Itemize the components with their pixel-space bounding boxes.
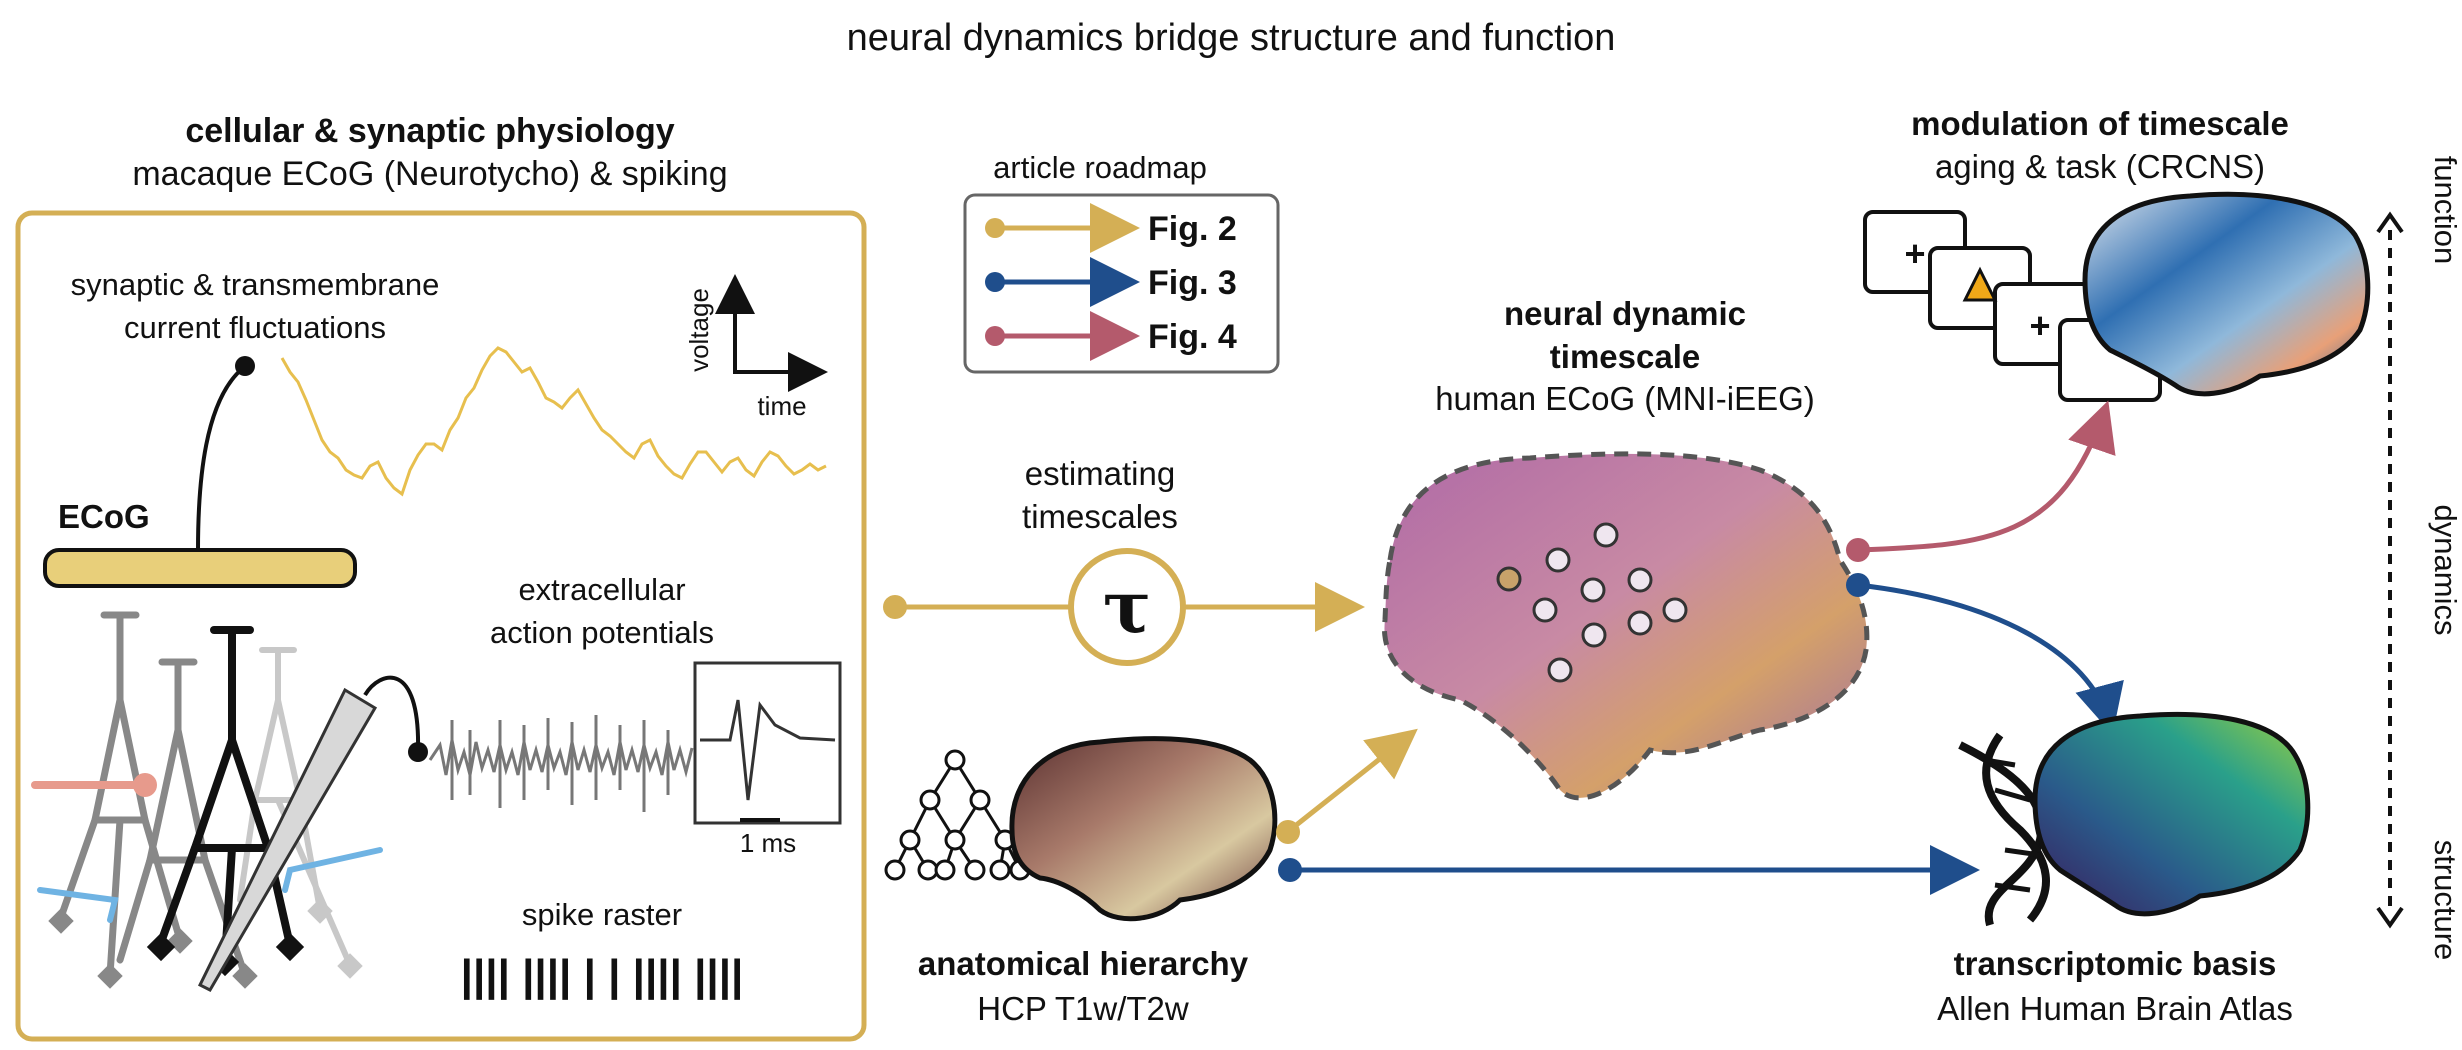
- timescale-brain: [1381, 451, 1870, 801]
- voltage-axis-label: voltage: [684, 288, 714, 372]
- gold-to-timescale: [1288, 728, 1418, 832]
- spike-raster: |||| |||| | | |||| ||||: [461, 951, 744, 1001]
- synaptic-label-2: current fluctuations: [124, 310, 386, 345]
- function-structure-axis: function dynamics structure: [2376, 140, 2462, 961]
- axis-arrow-down: [2376, 906, 2404, 929]
- ecog-wire-tip: [235, 356, 255, 376]
- time-axis-label: time: [757, 391, 806, 421]
- blue-timescale-start: [1846, 573, 1870, 597]
- task-card-triangle: [1962, 266, 1998, 302]
- transcriptomic-heading: transcriptomic basis: [1954, 945, 2277, 982]
- anatomical-group: anatomical hierarchy HCP T1w/T2w: [884, 728, 1980, 1027]
- estimating-group: estimating timescales τ: [883, 455, 1365, 666]
- rose-to-modulation: [1857, 400, 2116, 553]
- tau-symbol: τ: [1103, 564, 1151, 649]
- gold-anatomical-start: [1276, 820, 1300, 844]
- extracellular-trace: [428, 715, 694, 812]
- blue-to-transcriptomic-2: [1857, 582, 2124, 735]
- estimating-label-1: estimating: [1025, 455, 1175, 492]
- cellular-heading: cellular & synaptic physiology: [185, 112, 674, 150]
- cellular-panel-border: [15, 210, 867, 1042]
- microelectrode-wire-tip: [408, 742, 428, 762]
- modulation-brain: [2082, 191, 2371, 397]
- transcriptomic-group: transcriptomic basis Allen Human Brain A…: [1846, 573, 2311, 1027]
- pink-synapse-bouton: [133, 773, 157, 797]
- scale-bar-label: 1 ms: [740, 828, 796, 858]
- transcriptomic-sub: Allen Human Brain Atlas: [1937, 990, 2293, 1027]
- roadmap-label-3: Fig. 4: [1148, 318, 1237, 356]
- modulation-group: modulation of timescale aging & task (CR…: [1846, 105, 2371, 562]
- microelectrode: [197, 687, 378, 992]
- spike-waveform: [700, 699, 836, 801]
- roadmap-label-2: Fig. 3: [1148, 264, 1237, 302]
- task-card-fixation-1: +: [1904, 233, 1925, 274]
- ecog-electrodes: [1496, 522, 1688, 683]
- synaptic-label-1: synaptic & transmembrane: [71, 267, 440, 302]
- hierarchy-tree-icon: [884, 749, 1031, 881]
- gold-flow-start: [883, 595, 907, 619]
- estimating-label-2: timescales: [1022, 498, 1178, 535]
- blue-synapse-right: [282, 847, 383, 893]
- neuron-cluster: [31, 611, 383, 989]
- dna-icon: [1958, 732, 2050, 927]
- roadmap-legend: article roadmap Fig. 2 Fig. 3 Fig. 4: [963, 150, 1280, 374]
- timescale-heading-1: neural dynamic: [1504, 295, 1746, 332]
- timescale-brain-group: neural dynamic timescale human ECoG (MNI…: [1381, 295, 1870, 801]
- waveform-inset: [693, 661, 842, 825]
- ecog-electrode: [43, 548, 357, 588]
- spike-raster-label: spike raster: [522, 897, 682, 932]
- blue-synapse-left: [37, 887, 119, 923]
- axis-dynamics-label: dynamics: [2428, 505, 2462, 636]
- axis-structure-label: structure: [2428, 840, 2462, 961]
- ecog-label: ECoG: [58, 498, 150, 535]
- figure-title: neural dynamics bridge structure and fun…: [847, 17, 1616, 59]
- axis-arrow-up: [2376, 211, 2404, 234]
- axis-function-label: function: [2428, 156, 2462, 265]
- modulation-sub: aging & task (CRCNS): [1935, 148, 2265, 185]
- anatomical-heading: anatomical hierarchy: [918, 945, 1249, 982]
- microelectrode-wire: [363, 675, 421, 751]
- extracellular-label-2: action potentials: [490, 615, 714, 650]
- ecog-wire: [196, 366, 245, 551]
- rose-start: [1846, 538, 1870, 562]
- allen-brain: [2032, 711, 2311, 917]
- timescale-sub: human ECoG (MNI-iEEG): [1435, 380, 1815, 417]
- blue-anatomical-start: [1278, 858, 1302, 882]
- roadmap-label-1: Fig. 2: [1148, 210, 1237, 248]
- task-card-fixation-2: +: [2029, 305, 2050, 346]
- cellular-subheading: macaque ECoG (Neurotycho) & spiking: [132, 155, 727, 193]
- anatomical-sub: HCP T1w/T2w: [977, 990, 1189, 1027]
- extracellular-label-1: extracellular: [518, 572, 685, 607]
- cellular-panel: cellular & synaptic physiology macaque E…: [15, 112, 867, 1042]
- lfp-trace: [280, 346, 827, 497]
- hcp-brain: [1009, 736, 1278, 922]
- timescale-heading-2: timescale: [1550, 338, 1700, 375]
- modulation-heading: modulation of timescale: [1911, 105, 2289, 142]
- tau-circle: [1068, 548, 1186, 666]
- roadmap-title: article roadmap: [993, 150, 1207, 185]
